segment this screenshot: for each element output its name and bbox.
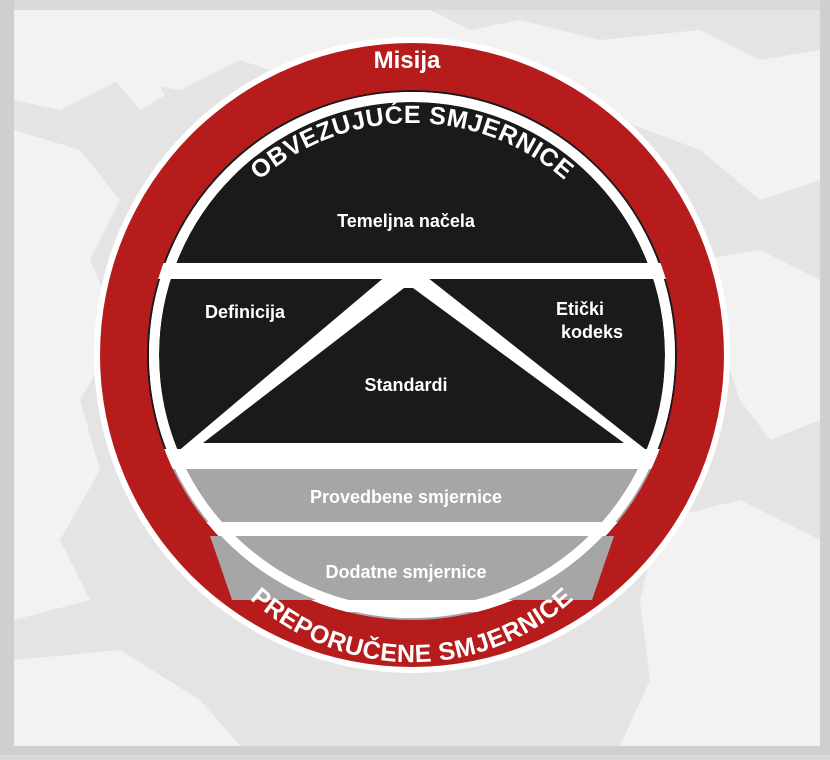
mission-label: Misija <box>374 47 441 74</box>
supplemental-guidance-label: Dodatne smjernice <box>325 562 486 582</box>
definition-label: Definicija <box>205 302 286 322</box>
supplemental-band <box>210 536 614 600</box>
core-principles-label: Temeljna načela <box>337 211 476 231</box>
ethics-label-line1: Etički <box>556 299 604 319</box>
divider-lines <box>150 263 670 612</box>
implementation-guidance-label: Provedbene smjernice <box>310 487 502 507</box>
inner-circle-outline-top <box>149 92 675 618</box>
implementation-band <box>175 469 649 522</box>
standards-label: Standardi <box>364 375 447 395</box>
ethics-label-line2: kodeks <box>561 322 623 342</box>
